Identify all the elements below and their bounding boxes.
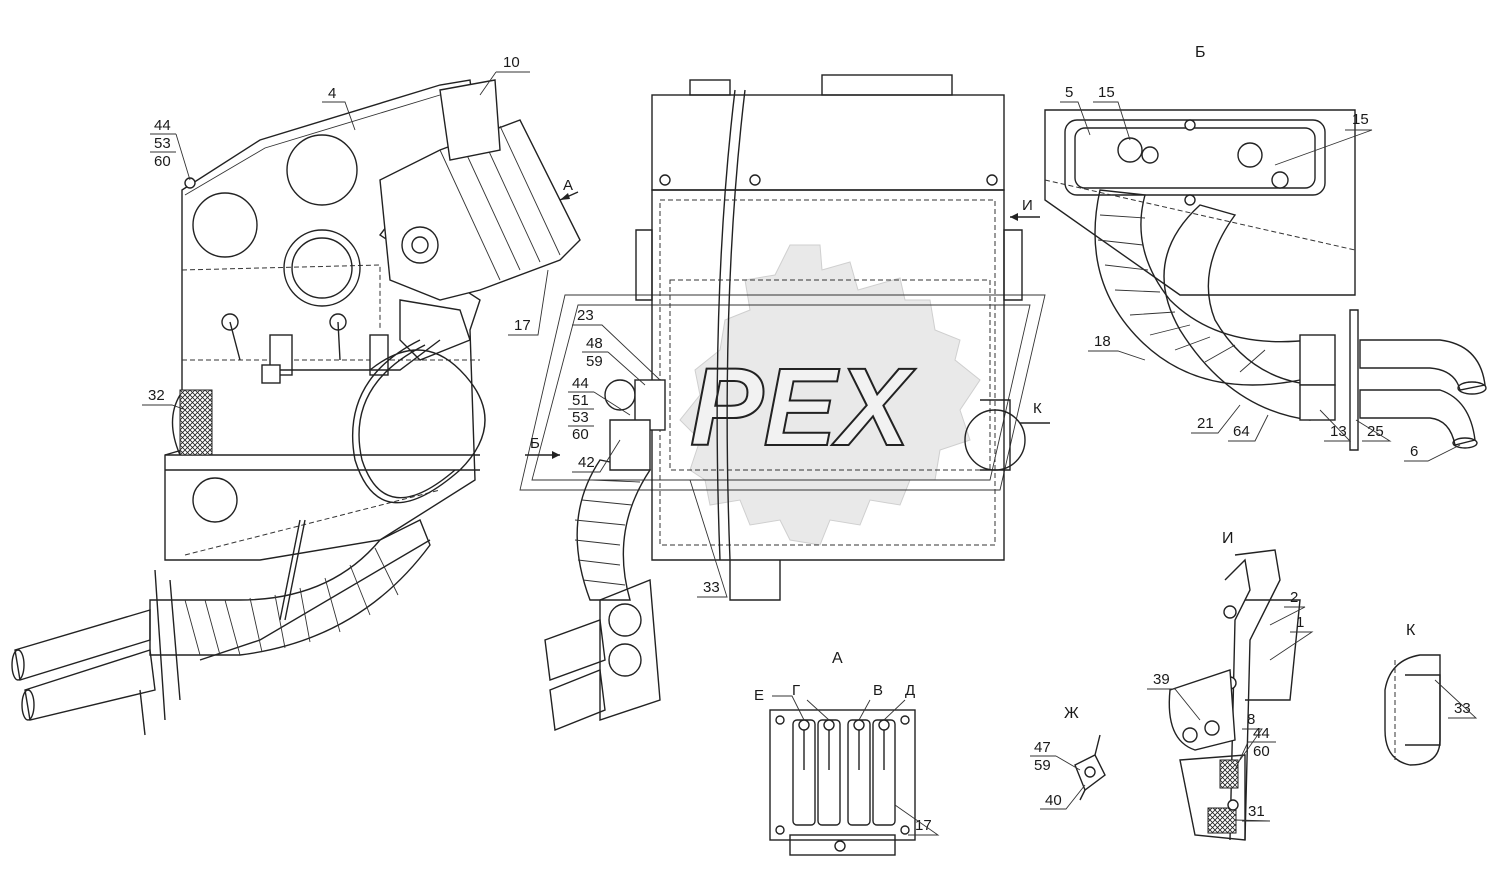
corrugated-hose-18	[1094, 189, 1311, 386]
housing-B	[1044, 109, 1356, 296]
callout-60c: 60	[1253, 743, 1270, 760]
callout-15a: 15	[1098, 84, 1115, 101]
callout-51b: 51	[572, 392, 589, 409]
callout-17a: 17	[915, 817, 932, 834]
air-duct-opening-4	[192, 477, 238, 523]
drain-tube-33	[716, 89, 746, 561]
heater-core-frame	[651, 189, 1005, 561]
callout-42: 42	[578, 454, 595, 471]
callout-39: 39	[1153, 671, 1170, 688]
callout-18: 18	[1094, 333, 1111, 350]
callout-32: 32	[148, 387, 165, 404]
corrugated-hose-left	[149, 519, 431, 656]
lever-label-G: Г	[792, 682, 800, 699]
callout-6: 6	[1410, 443, 1418, 460]
callout-5: 5	[1065, 84, 1073, 101]
seal-31	[1207, 807, 1237, 834]
control-cable	[351, 339, 486, 504]
view-label-Zh: Ж	[1064, 705, 1079, 722]
pipe-6	[1359, 339, 1486, 391]
callout-59z: 59	[1034, 757, 1051, 774]
callout-44b: 44	[572, 375, 589, 392]
callout-44a: 44	[154, 117, 171, 134]
callout-23: 23	[577, 307, 594, 324]
left-side-view	[11, 79, 581, 736]
watermark-text: PEX	[690, 346, 916, 469]
lever-panel-17	[769, 709, 916, 841]
view-Zh	[1074, 734, 1106, 801]
lever-label-E: Е	[754, 687, 764, 704]
corrugated-hose-center	[576, 459, 652, 601]
view-marker-B: Б	[530, 435, 540, 452]
callout-40: 40	[1045, 792, 1062, 809]
air-duct-opening-3	[283, 229, 361, 307]
callout-17: 17	[514, 317, 531, 334]
view-label-I: И	[1222, 530, 1234, 547]
view-B	[1044, 109, 1487, 451]
view-marker-K: К	[1033, 400, 1042, 417]
callout-33: 33	[703, 579, 720, 596]
seal-44	[1219, 759, 1239, 789]
view-marker-A: А	[563, 177, 573, 194]
heater-housing-outline	[164, 79, 481, 561]
callout-2: 2	[1290, 589, 1298, 606]
callout-48: 48	[586, 335, 603, 352]
view-label-B: Б	[1195, 44, 1206, 61]
center-view	[544, 74, 1026, 731]
valve-40	[1074, 754, 1106, 792]
view-A-panel	[769, 709, 916, 856]
callout-1: 1	[1296, 614, 1304, 631]
callout-47: 47	[1034, 739, 1051, 756]
callout-59: 59	[586, 353, 603, 370]
watermark-frame-inner	[531, 304, 1031, 481]
callout-33k: 33	[1454, 700, 1471, 717]
callout-10: 10	[503, 54, 520, 71]
bracket-39	[1168, 669, 1236, 751]
callout-15b: 15	[1352, 111, 1369, 128]
air-duct-opening-1	[192, 192, 258, 258]
callout-53a: 53	[154, 135, 171, 152]
callout-64: 64	[1233, 423, 1250, 440]
view-marker-I: И	[1022, 197, 1033, 214]
callout-8: 8	[1247, 711, 1255, 728]
callout-53b: 53	[572, 409, 589, 426]
callout-13: 13	[1330, 423, 1347, 440]
lever-label-D: Д	[905, 682, 915, 699]
filter-mesh-32	[179, 389, 213, 456]
view-label-K: К	[1406, 622, 1416, 639]
callouts: 4 10 44 53 60 17 32 23 48 59 44 51 53 60…	[142, 54, 1478, 836]
callout-60b: 60	[572, 426, 589, 443]
hose-end-33	[1384, 654, 1441, 766]
view-I	[1168, 549, 1301, 841]
callout-31: 31	[1248, 803, 1265, 820]
bracket-1	[1234, 549, 1281, 841]
air-duct-opening-2	[286, 134, 358, 206]
heater-core-frame-top	[651, 94, 1005, 191]
callout-60a: 60	[154, 153, 171, 170]
view-label-A: А	[832, 650, 843, 667]
callout-4: 4	[328, 85, 336, 102]
corrugated-hose-21	[1163, 204, 1316, 421]
view-K	[1384, 654, 1441, 766]
callout-21: 21	[1197, 415, 1214, 432]
callout-44c: 44	[1253, 725, 1270, 742]
watermark-frame	[519, 294, 1046, 491]
lever-label-V: В	[873, 682, 883, 699]
